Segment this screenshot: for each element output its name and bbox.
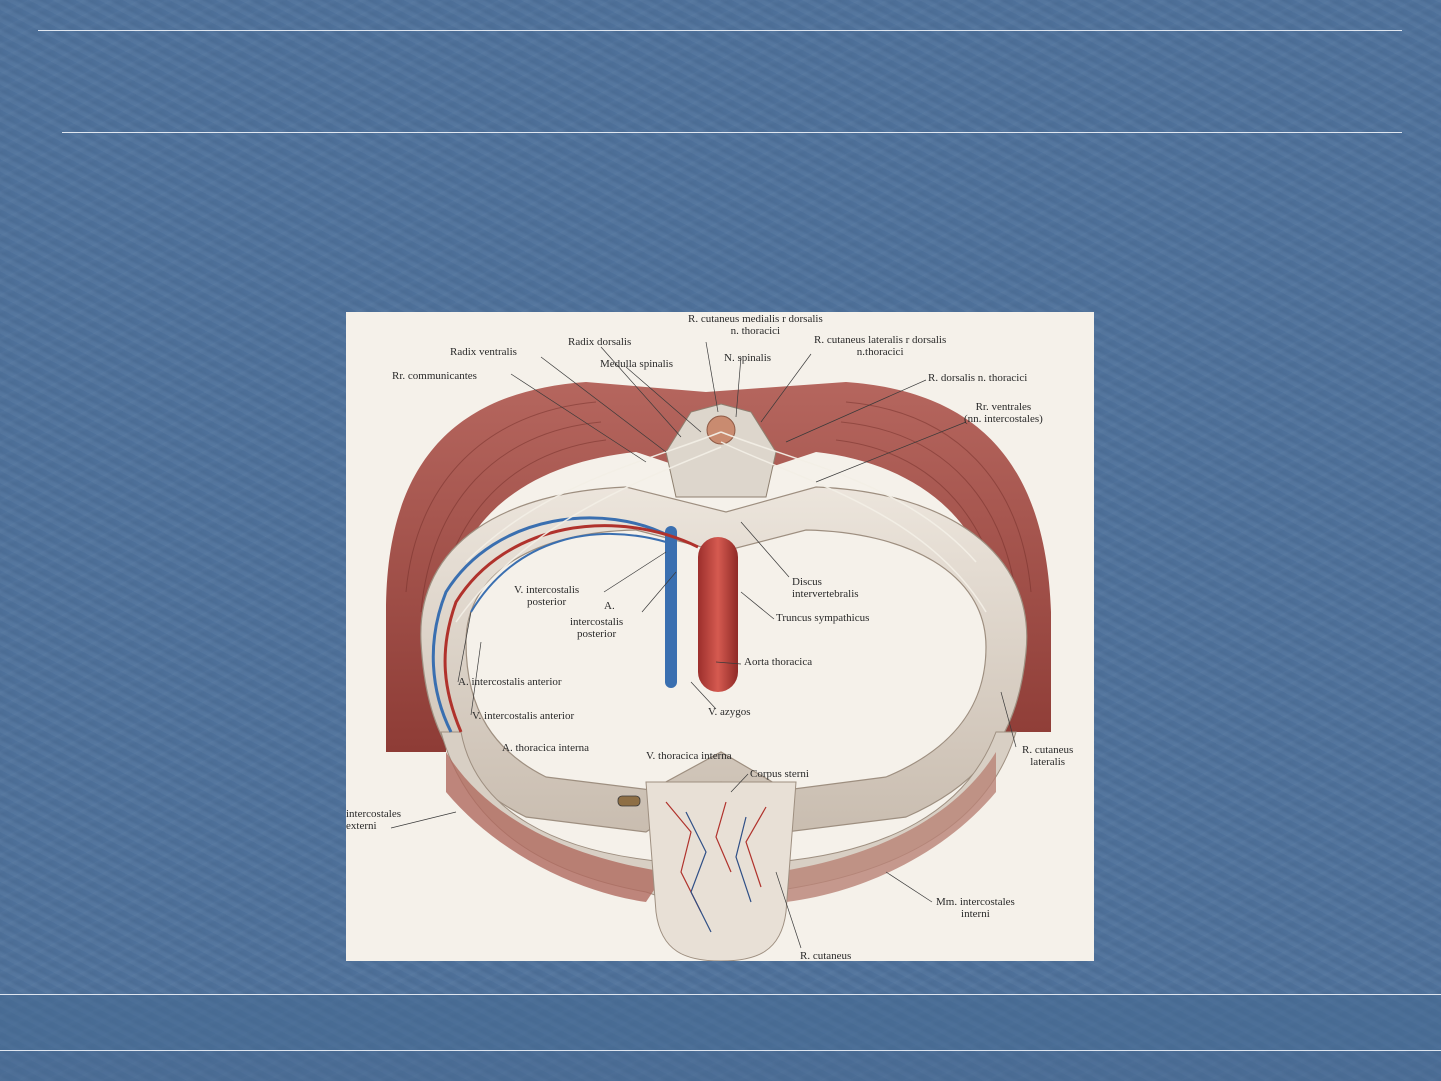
label-truncus-sympathicus: Truncus sympathicus bbox=[776, 612, 870, 624]
label-a: A. bbox=[604, 600, 615, 612]
label-a-thoracica-interna: A. thoracica interna bbox=[502, 742, 590, 754]
label-a-intercostalis-anterior: A. intercostalis anterior bbox=[458, 676, 562, 688]
footer-band bbox=[0, 995, 1441, 1050]
intercostal-muscles bbox=[446, 752, 666, 902]
label-v-thoracica-interna: V. thoracica interna bbox=[646, 750, 732, 762]
aorta bbox=[698, 537, 738, 692]
label-rr-communicantes: Rr. communicantes bbox=[392, 370, 477, 382]
title-rule-top bbox=[38, 30, 1402, 31]
thorax-illustration bbox=[386, 341, 1051, 961]
footer-rule-top bbox=[0, 994, 1441, 995]
label-radix-ventralis: Radix ventralis bbox=[450, 346, 517, 358]
label-rr-ventrales: Rr. ventrales(nn. intercostales) bbox=[964, 401, 1043, 425]
vessel-clamp bbox=[617, 795, 641, 807]
label-radix-dorsalis: Radix dorsalis bbox=[568, 336, 632, 348]
vertebra bbox=[665, 403, 777, 498]
label-aorta-thoracica: Aorta thoracica bbox=[744, 656, 813, 668]
title-rule-bottom bbox=[62, 132, 1402, 133]
label-v-azygos: V. azygos bbox=[708, 706, 751, 718]
footer-rule-bottom bbox=[0, 1050, 1441, 1051]
sternum bbox=[645, 781, 797, 961]
label-corpus-sterni: Corpus sterni bbox=[750, 768, 809, 780]
label-n-spinalis: N. spinalis bbox=[724, 352, 772, 364]
label-r-dorsalis: R. dorsalis n. thoracici bbox=[928, 372, 1028, 384]
label-v-intercostalis-anterior: V. intercostalis anterior bbox=[472, 710, 575, 722]
footer-band-lower bbox=[0, 1051, 1441, 1081]
spinal-cord bbox=[706, 415, 736, 445]
label-medulla-spinalis: Medulla spinalis bbox=[600, 358, 674, 370]
label-r-cutaneus-bottom: R. cutaneus bbox=[800, 950, 852, 961]
